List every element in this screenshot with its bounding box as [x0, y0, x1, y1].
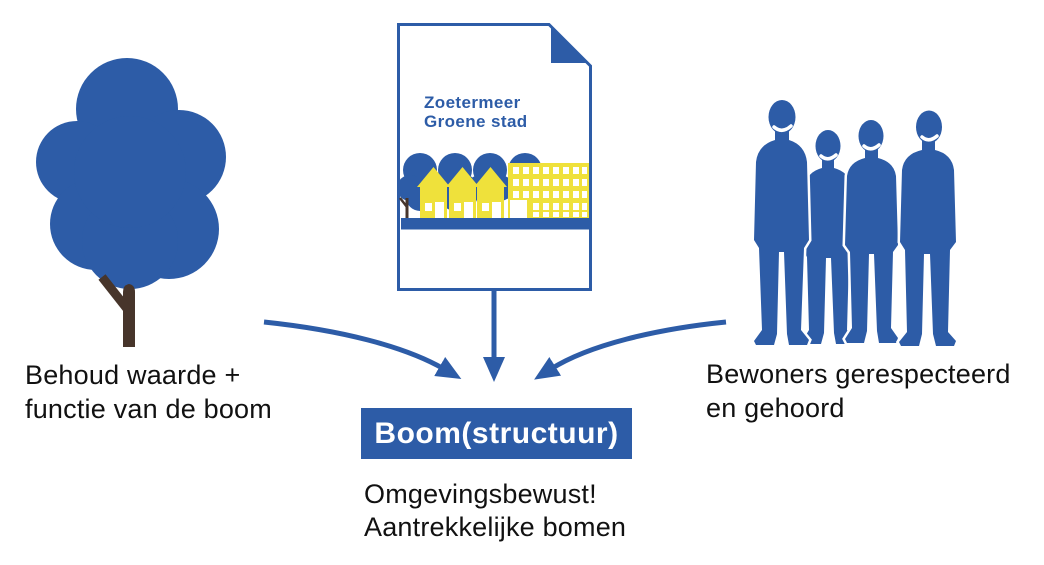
document-fold-corner — [551, 27, 587, 63]
result-caption-line1: Omgevingsbewust! — [364, 479, 597, 509]
city-houses — [417, 167, 507, 218]
residents-caption-line2: en gehoord — [706, 393, 845, 423]
house-icon — [417, 167, 450, 218]
tree-caption-line1: Behoud waarde + — [25, 360, 241, 390]
building-windows — [513, 167, 587, 217]
city-illustration-icon — [397, 153, 589, 230]
residents-caption: Bewoners gerespecteerd en gehoord — [706, 357, 1011, 425]
result-caption-line2: Aantrekkelijke bomen — [364, 512, 627, 542]
policy-document-icon — [397, 23, 592, 291]
city-tree-trunk — [399, 197, 409, 218]
person-icon — [896, 108, 959, 349]
tree-canopy — [36, 58, 226, 289]
result-caption: Omgevingsbewust! Aantrekkelijke bomen — [364, 478, 626, 544]
tree-caption-line2: functie van de boom — [25, 394, 272, 424]
house-icon — [474, 167, 507, 218]
residents-caption-line1: Bewoners gerespecteerd — [706, 359, 1011, 389]
person-icon — [803, 130, 854, 344]
tree-icon — [36, 58, 226, 347]
residents-group-icon — [751, 97, 959, 349]
building-door — [510, 200, 527, 218]
boom-structuur-label: Boom(structuur) — [374, 416, 619, 450]
person-icon — [751, 97, 812, 348]
document-title: Zoetermeer Groene stad — [424, 93, 528, 131]
tree-trunk — [98, 274, 135, 347]
ground-bar — [401, 218, 589, 230]
boom-structuur-box: Boom(structuur) — [361, 408, 632, 459]
building-icon — [508, 163, 589, 218]
arrow-left-icon — [263, 319, 462, 379]
document-title-line2: Groene stad — [424, 112, 528, 131]
tree-caption: Behoud waarde + functie van de boom — [25, 358, 272, 426]
person-icon — [842, 117, 901, 346]
converging-arrows — [263, 291, 727, 382]
document-title-line1: Zoetermeer — [424, 93, 521, 112]
house-icon — [446, 167, 479, 218]
arrow-right-icon — [534, 319, 727, 380]
